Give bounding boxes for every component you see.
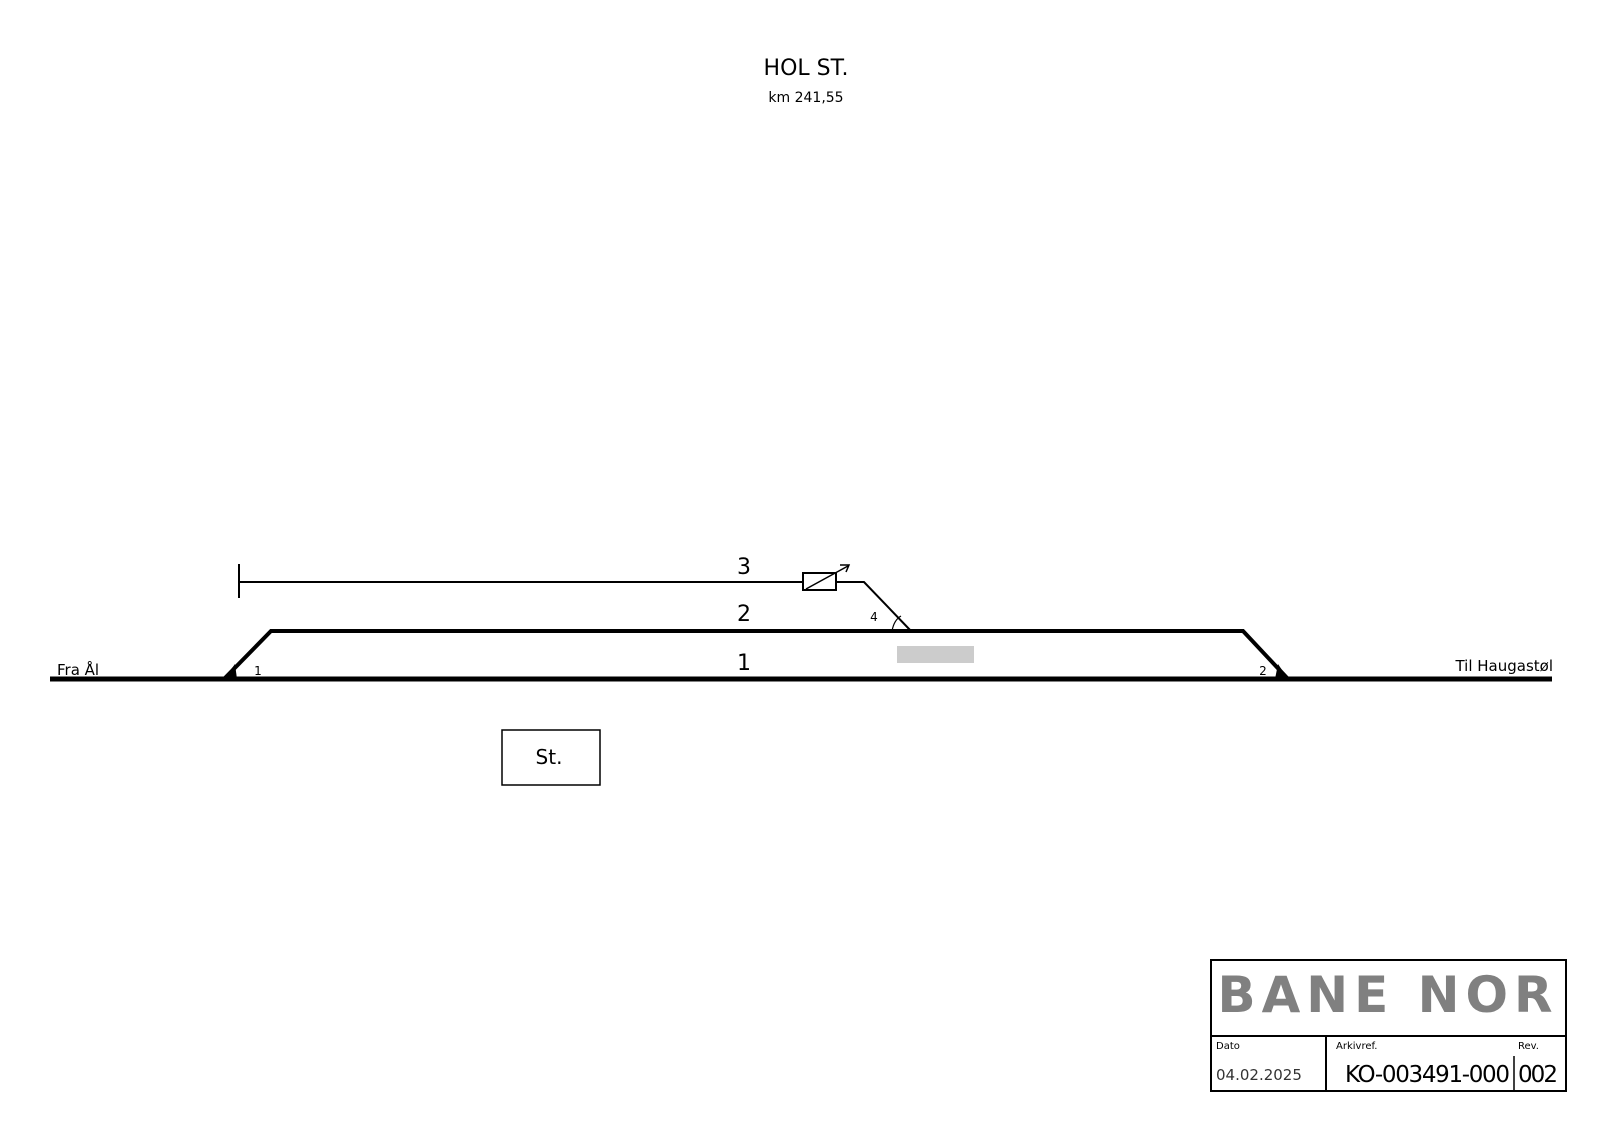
switch-2-marker [1275, 664, 1288, 679]
switch-4-label: 4 [870, 610, 878, 624]
switch-4-marker [891, 615, 902, 632]
rev-value: 002 [1518, 1062, 1558, 1088]
track-2-label: 2 [737, 602, 751, 627]
station-title: HOL ST. [764, 56, 849, 81]
track-3-label: 3 [737, 555, 751, 580]
switch-1-marker [224, 664, 237, 679]
track-1-label: 1 [737, 651, 751, 676]
title-block: BANE NOR Dato 04.02.2025 Arkivref. KO-00… [1210, 959, 1567, 1092]
direction-right-label: Til Haugastøl [1454, 657, 1553, 675]
rev-label: Rev. [1518, 1041, 1539, 1052]
platform [897, 646, 974, 663]
switch-1-label: 1 [254, 664, 262, 678]
track-2 [222, 629, 1290, 681]
archive-label: Arkivref. [1336, 1041, 1377, 1052]
station-km: km 241,55 [768, 90, 843, 106]
station-building-label: St. [536, 745, 563, 769]
derailer-icon [802, 564, 851, 591]
switch-2-label: 2 [1259, 664, 1267, 678]
track-3 [239, 581, 912, 632]
direction-left-label: Fra Ål [57, 660, 99, 679]
archive-value: KO-003491-000 [1345, 1062, 1510, 1088]
station-building [501, 729, 601, 786]
date-value: 04.02.2025 [1216, 1066, 1302, 1084]
logo: BANE NOR [1217, 966, 1558, 1024]
date-label: Dato [1216, 1041, 1240, 1052]
